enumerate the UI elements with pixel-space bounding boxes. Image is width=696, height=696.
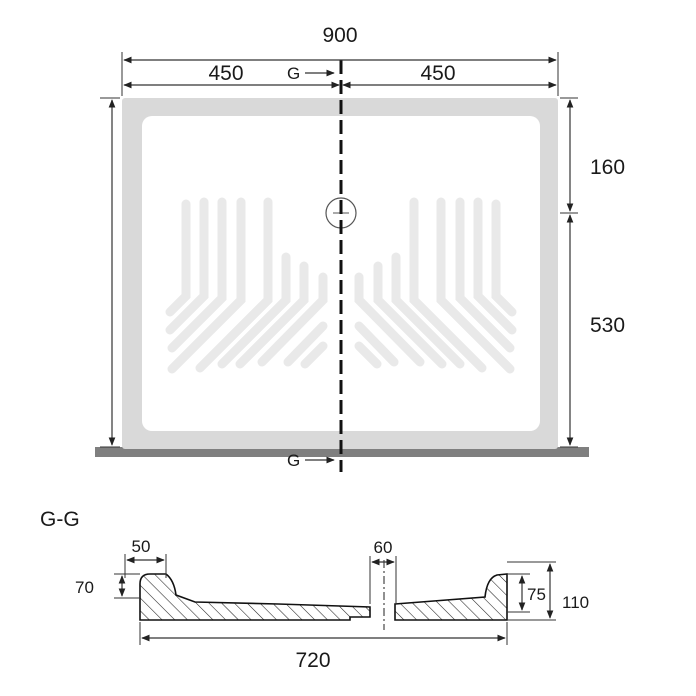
section-profile-left: [139, 573, 371, 621]
section-profile-right: [394, 573, 508, 621]
section-view: [139, 560, 508, 630]
groove-8: [436, 197, 515, 374]
groove-4: [473, 197, 517, 335]
dim-base-length: 720: [295, 649, 330, 672]
dim-rim-height-left: 70: [75, 578, 94, 597]
groove-19: [300, 341, 328, 369]
groove-7: [167, 197, 246, 374]
groove-3: [165, 197, 209, 335]
groove-13: [235, 261, 309, 369]
groove-5: [167, 197, 227, 353]
groove-16: [354, 272, 425, 367]
section-marker-top: G: [287, 64, 335, 83]
groove-11: [217, 252, 291, 369]
cut-label-bottom: G: [287, 451, 300, 470]
section-marker-bottom: G: [287, 451, 335, 470]
dim-top-to-drain: 160: [590, 156, 625, 179]
groove-20: [354, 341, 382, 369]
groove-17: [283, 321, 328, 367]
cut-label-top: G: [287, 64, 300, 83]
groove-2: [491, 199, 517, 317]
groove-6: [455, 197, 515, 353]
groove-14: [373, 261, 447, 369]
dim-total-height: 110: [562, 593, 589, 612]
groove-15: [257, 272, 328, 367]
plan-view: [95, 60, 589, 472]
right-dimensions: 160 530: [560, 97, 625, 448]
top-dimensions: 900 450 450: [121, 24, 559, 96]
groove-10: [409, 197, 487, 373]
dim-left-half: 450: [208, 62, 243, 85]
left-height-dimension: [100, 97, 120, 448]
dim-drain-to-bottom: 530: [590, 314, 625, 337]
section-dimensions: 50 60 70 75 110 720: [75, 537, 589, 672]
groove-12: [391, 252, 465, 369]
dim-rim-width: 50: [132, 537, 151, 556]
dim-drain-width: 60: [374, 538, 393, 557]
groove-18: [354, 321, 399, 367]
drainage-grooves: [165, 197, 517, 374]
dim-rim-height-right: 75: [527, 585, 546, 604]
section-title: G-G: [40, 508, 80, 531]
dim-overall-width: 900: [322, 24, 357, 47]
groove-1: [165, 199, 191, 317]
dim-right-half: 450: [420, 62, 455, 85]
groove-9: [195, 197, 273, 373]
